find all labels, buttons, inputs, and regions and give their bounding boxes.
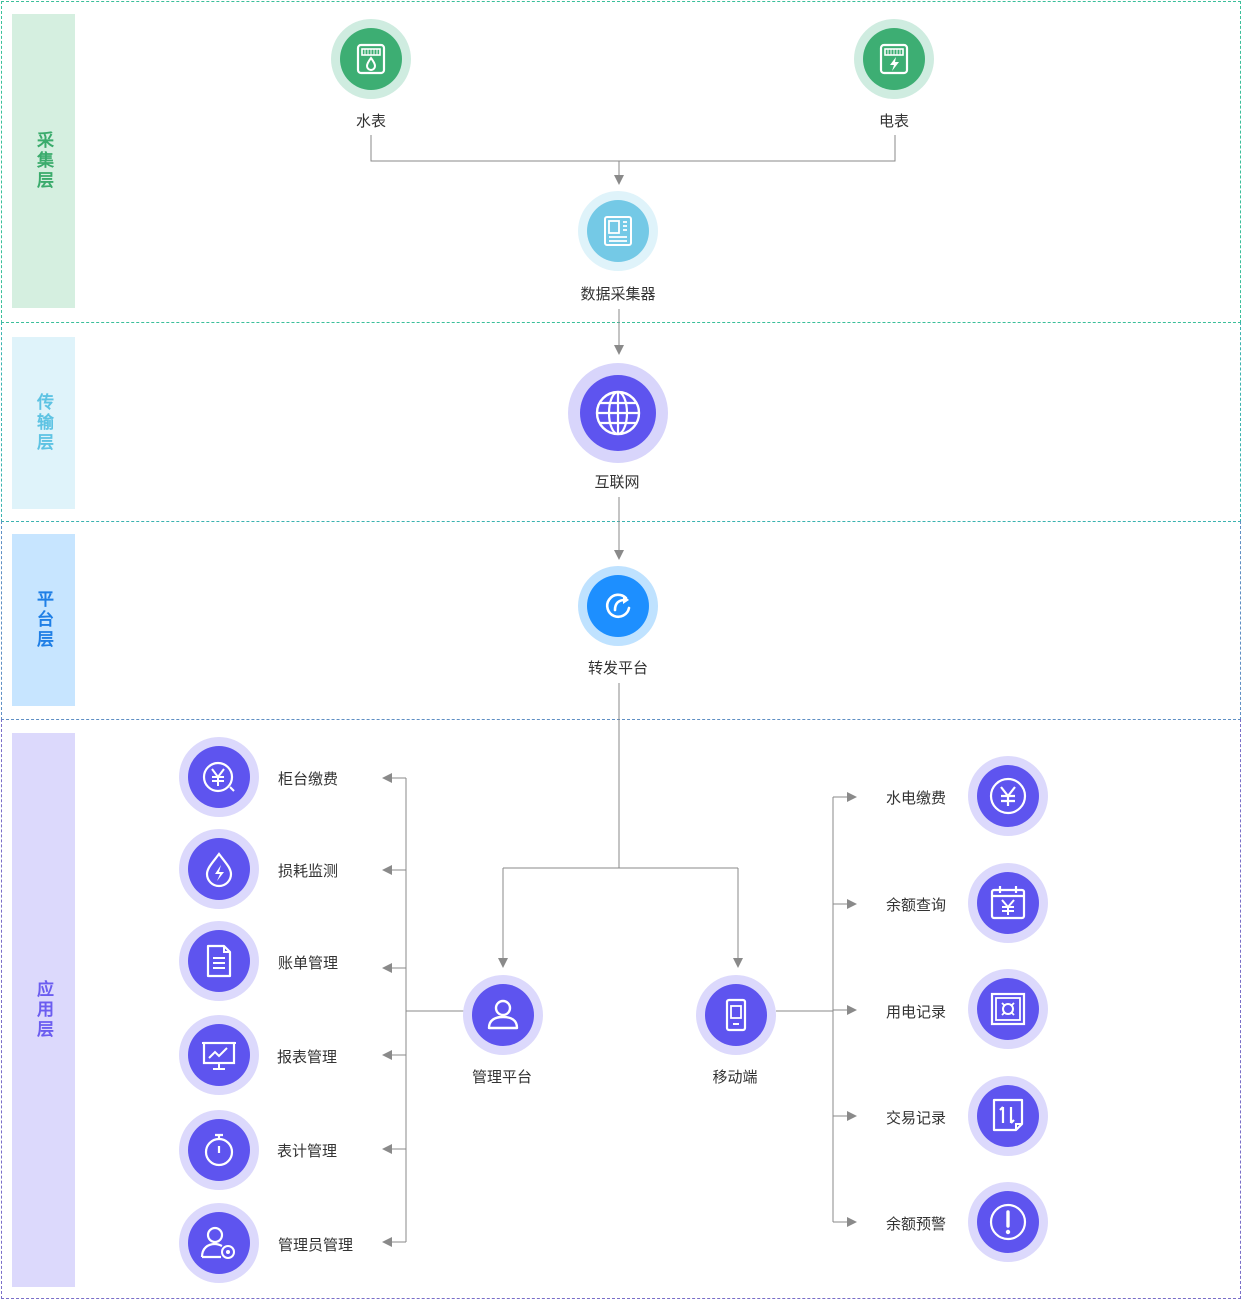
right-item-label: 余额查询 bbox=[886, 897, 947, 914]
left-item-label: 账单管理 bbox=[278, 955, 339, 972]
mobile-icon bbox=[725, 998, 747, 1032]
mobile-label: 移动端 bbox=[712, 1069, 758, 1086]
layer-application bbox=[1, 719, 1241, 1299]
transfer-icon bbox=[992, 1098, 1024, 1132]
left-item-label: 损耗监测 bbox=[278, 863, 339, 880]
relay-icon bbox=[605, 593, 631, 619]
user-icon bbox=[487, 999, 519, 1030]
data-collector-node bbox=[578, 191, 658, 271]
left-item-label: 报表管理 bbox=[277, 1049, 338, 1066]
left-item-node bbox=[179, 737, 259, 817]
mobile-node bbox=[696, 975, 776, 1055]
layer-label-application: 应用层 bbox=[12, 733, 75, 1287]
left-item-node bbox=[179, 1203, 259, 1283]
left-item-label: 柜台缴费 bbox=[278, 771, 339, 788]
relay-platform-label: 转发平台 bbox=[587, 660, 649, 677]
layer-transmission bbox=[1, 322, 1241, 522]
left-item-node bbox=[179, 829, 259, 909]
document-icon bbox=[206, 944, 232, 978]
water-meter-node bbox=[331, 19, 411, 99]
safe-icon bbox=[990, 992, 1026, 1026]
energy-drop-icon bbox=[205, 852, 233, 888]
chart-board-icon bbox=[202, 1041, 236, 1070]
line-power-meter bbox=[619, 135, 896, 162]
yen-circle-icon bbox=[989, 777, 1027, 815]
right-item-label: 交易记录 bbox=[886, 1110, 947, 1127]
admin-platform-node bbox=[463, 975, 543, 1055]
right-item-node bbox=[968, 1182, 1048, 1262]
data-collector-icon bbox=[604, 216, 632, 246]
right-item-node bbox=[968, 863, 1048, 943]
layer-label-transmission: 传输层 bbox=[12, 337, 75, 509]
layer-platform bbox=[1, 521, 1241, 720]
internet-label: 互联网 bbox=[594, 474, 640, 491]
data-collector-label: 数据采集器 bbox=[580, 286, 656, 303]
water-meter-label: 水表 bbox=[355, 113, 387, 130]
right-item-label: 用电记录 bbox=[886, 1004, 947, 1021]
globe-icon bbox=[595, 390, 641, 436]
left-item-node bbox=[179, 1110, 259, 1190]
left-item-label: 表计管理 bbox=[277, 1143, 338, 1160]
layer-label-collection: 采集层 bbox=[12, 14, 75, 308]
yen-icon bbox=[202, 761, 235, 793]
relay-platform-node bbox=[578, 566, 658, 646]
water-meter-icon bbox=[356, 43, 386, 75]
layer-label-platform: 平台层 bbox=[12, 534, 75, 706]
right-item-label: 水电缴费 bbox=[886, 790, 947, 807]
line-water-meter bbox=[370, 135, 619, 162]
right-item-node bbox=[968, 756, 1048, 836]
layer-collection bbox=[1, 1, 1241, 323]
stopwatch-icon bbox=[204, 1133, 234, 1167]
electric-meter-icon bbox=[879, 43, 909, 75]
electric-meter-label: 电表 bbox=[878, 113, 910, 130]
alert-icon bbox=[989, 1203, 1027, 1241]
electric-meter-node bbox=[854, 19, 934, 99]
left-item-node bbox=[179, 1015, 259, 1095]
calendar-yen-icon bbox=[990, 886, 1026, 920]
internet-node bbox=[568, 363, 668, 463]
right-item-node bbox=[968, 1076, 1048, 1156]
right-item-node bbox=[968, 969, 1048, 1049]
right-item-label: 余额预警 bbox=[886, 1216, 947, 1233]
admin-platform-label: 管理平台 bbox=[471, 1069, 533, 1086]
user-settings-icon bbox=[200, 1226, 235, 1259]
left-item-label: 管理员管理 bbox=[278, 1237, 354, 1254]
left-item-node bbox=[179, 921, 259, 1001]
